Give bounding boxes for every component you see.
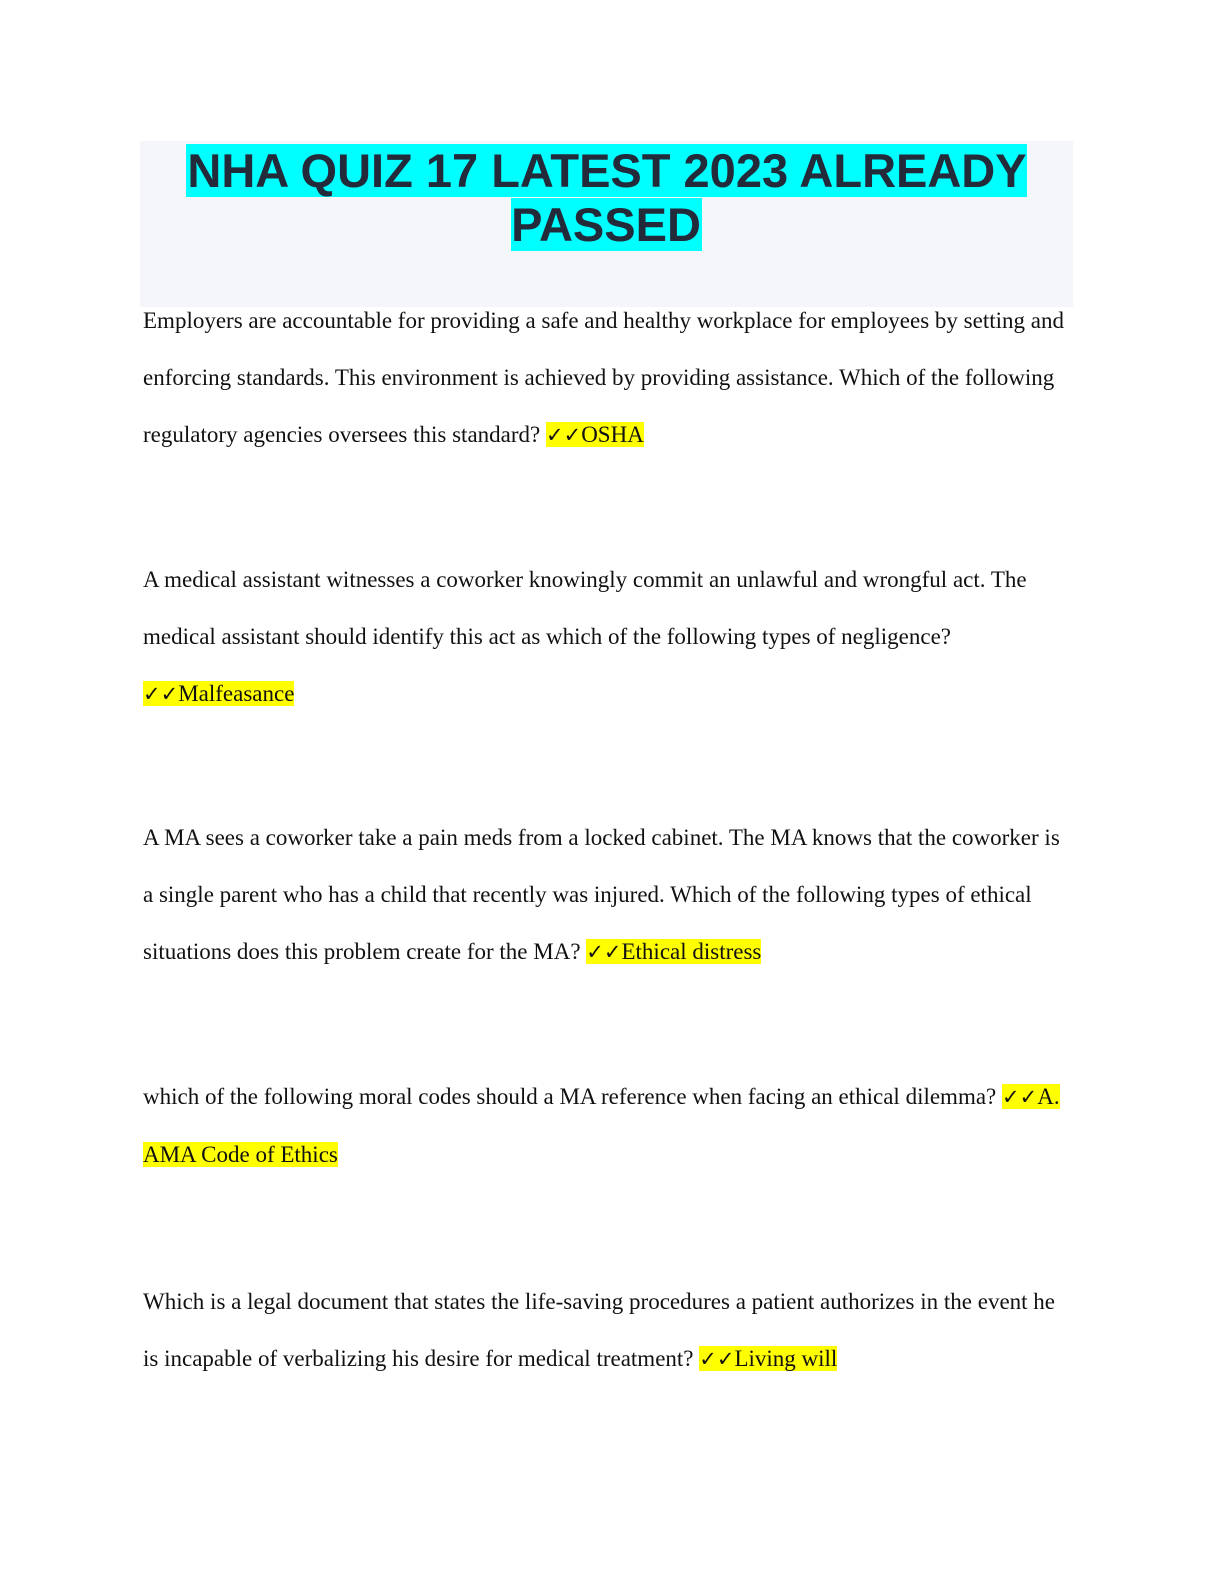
qa-item-1: Employers are accountable for providing … <box>143 292 1073 464</box>
document-title: NHA QUIZ 17 LATEST 2023 ALREADY PASSED <box>140 144 1073 252</box>
answer-text: Living will <box>734 1346 838 1371</box>
answer-highlight: ✓✓OSHA <box>545 422 644 447</box>
answer-highlight: ✓✓Malfeasance <box>143 681 295 706</box>
question-text: which of the following moral codes shoul… <box>143 1084 997 1109</box>
question-text: A MA sees a coworker take a pain meds fr… <box>143 825 1060 964</box>
question-text: A medical assistant witnesses a coworker… <box>143 567 1027 649</box>
title-block: NHA QUIZ 17 LATEST 2023 ALREADY PASSED <box>140 141 1073 307</box>
answer-text: Malfeasance <box>178 681 295 706</box>
check-mark-icon: ✓✓ <box>1002 1085 1038 1109</box>
answer-text: A. AMA Code of Ethics <box>143 1084 1060 1167</box>
qa-item-2: A medical assistant witnesses a coworker… <box>143 551 1073 723</box>
qa-item-5: Which is a legal document that states th… <box>143 1273 1073 1388</box>
answer-highlight: ✓✓Ethical distress <box>586 939 762 964</box>
answer-highlight: ✓✓Living will <box>699 1346 838 1371</box>
check-mark-icon: ✓✓ <box>143 682 179 706</box>
qa-item-4: which of the following moral codes shoul… <box>143 1068 1073 1183</box>
check-mark-icon: ✓✓ <box>699 1347 735 1371</box>
check-mark-icon: ✓✓ <box>586 940 622 964</box>
question-text: Employers are accountable for providing … <box>143 308 1064 447</box>
answer-text: OSHA <box>581 422 644 447</box>
title-highlight: NHA QUIZ 17 LATEST 2023 ALREADY PASSED <box>186 144 1027 251</box>
check-mark-icon: ✓✓ <box>545 423 582 447</box>
qa-item-3: A MA sees a coworker take a pain meds fr… <box>143 809 1073 981</box>
question-text: Which is a legal document that states th… <box>143 1289 1056 1371</box>
answer-text: Ethical distress <box>621 939 762 964</box>
